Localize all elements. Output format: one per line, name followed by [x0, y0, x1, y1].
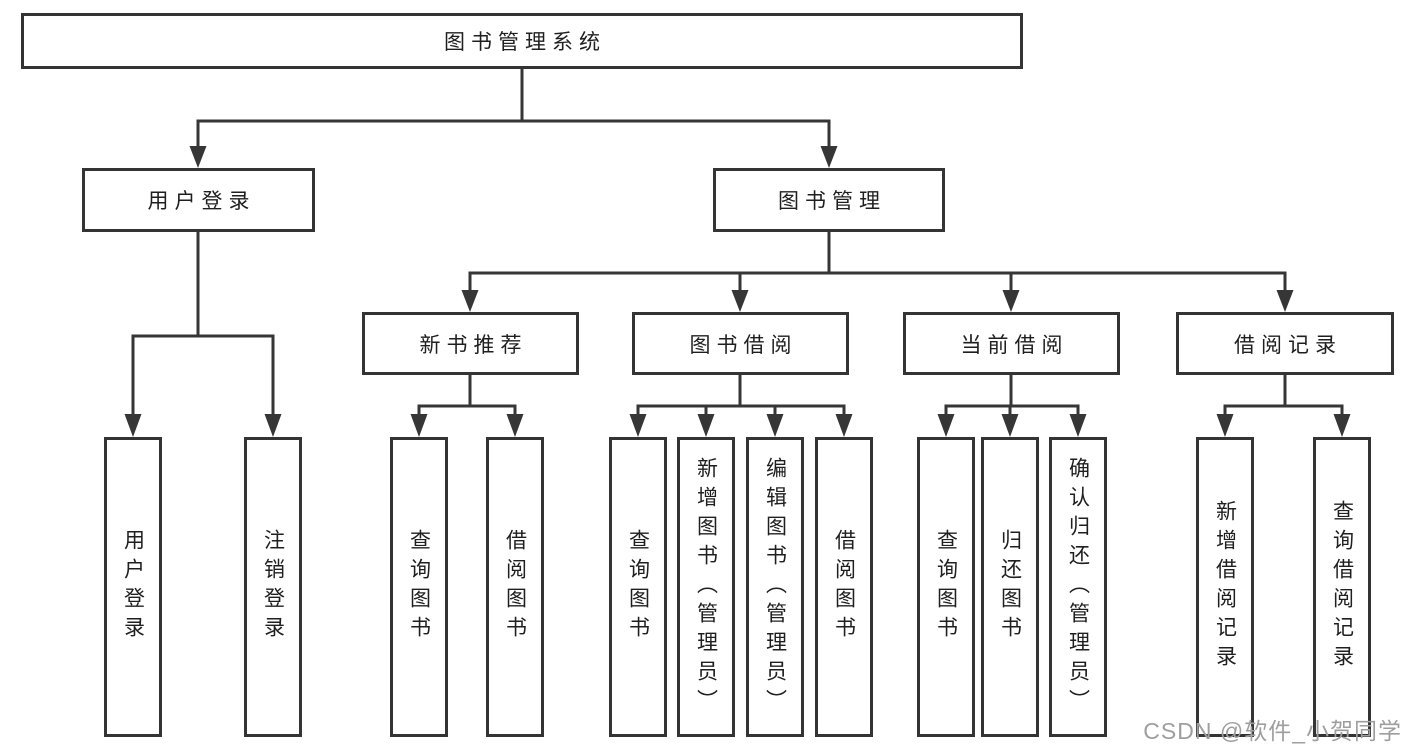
node-label: 图书管理: [778, 190, 886, 213]
node-label: 查询图书: [407, 529, 431, 645]
leaf-query-borrow-record: 查询借阅记录: [1313, 437, 1371, 737]
leaf-confirm-return-admin: 确认归还（管理员）: [1049, 437, 1107, 737]
node-new-book-recommendation: 新书推荐: [362, 312, 579, 375]
leaf-borrow-books-recommend: 借阅图书: [486, 437, 544, 737]
connector-login-to-leaves: [124, 232, 282, 437]
node-library-management-system: 图书管理系统: [21, 13, 1023, 69]
leaf-logout: 注销登录: [244, 437, 302, 737]
leaf-add-book-admin: 新增图书（管理员）: [677, 437, 735, 737]
node-label: 图书管理系统: [444, 31, 606, 54]
connector-borrow-to-leaves: [629, 375, 853, 437]
node-label: 当前借阅: [960, 333, 1069, 357]
connector-mgmt-to-level3: [461, 232, 1294, 312]
node-label: 确认归还（管理员）: [1066, 456, 1090, 718]
leaf-query-books-borrow: 查询图书: [609, 437, 667, 737]
leaf-return-book: 归还图书: [981, 437, 1039, 737]
node-user-login: 用户登录: [82, 168, 315, 232]
node-label: 新增图书（管理员）: [694, 456, 718, 718]
leaf-query-books-current: 查询图书: [917, 437, 975, 737]
node-book-borrowing: 图书借阅: [632, 312, 849, 375]
node-label: 查询图书: [626, 529, 650, 645]
node-label: 借阅记录: [1234, 333, 1342, 357]
leaf-borrow-books: 借阅图书: [815, 437, 873, 737]
leaf-query-books-recommend: 查询图书: [390, 437, 448, 737]
node-current-borrowing: 当前借阅: [903, 312, 1120, 375]
csdn-watermark: CSDN @软件_小贺同学: [1143, 718, 1402, 744]
node-borrowing-records: 借阅记录: [1176, 312, 1394, 375]
node-label: 用户登录: [121, 529, 145, 645]
node-book-management: 图书管理: [713, 168, 945, 232]
node-label: 查询图书: [934, 529, 958, 645]
node-label: 编辑图书（管理员）: [763, 456, 787, 718]
node-label: 图书借阅: [689, 333, 798, 357]
node-label: 注销登录: [261, 529, 285, 645]
connector-records-to-leaves: [1216, 375, 1351, 437]
node-label: 用户登录: [147, 190, 256, 213]
node-label: 归还图书: [998, 529, 1022, 645]
node-label: 新书推荐: [419, 333, 528, 357]
connector-newbook-to-leaves: [410, 375, 524, 437]
connector-current-to-leaves: [937, 375, 1087, 437]
node-label: 新增借阅记录: [1213, 500, 1237, 674]
node-label: 借阅图书: [832, 529, 856, 645]
leaf-edit-book-admin: 编辑图书（管理员）: [746, 437, 804, 737]
leaf-add-borrow-record: 新增借阅记录: [1196, 437, 1254, 737]
leaf-user-login: 用户登录: [104, 437, 162, 737]
connector-root-to-level2: [189, 68, 838, 168]
node-label: 借阅图书: [503, 529, 527, 645]
node-label: 查询借阅记录: [1330, 500, 1354, 674]
